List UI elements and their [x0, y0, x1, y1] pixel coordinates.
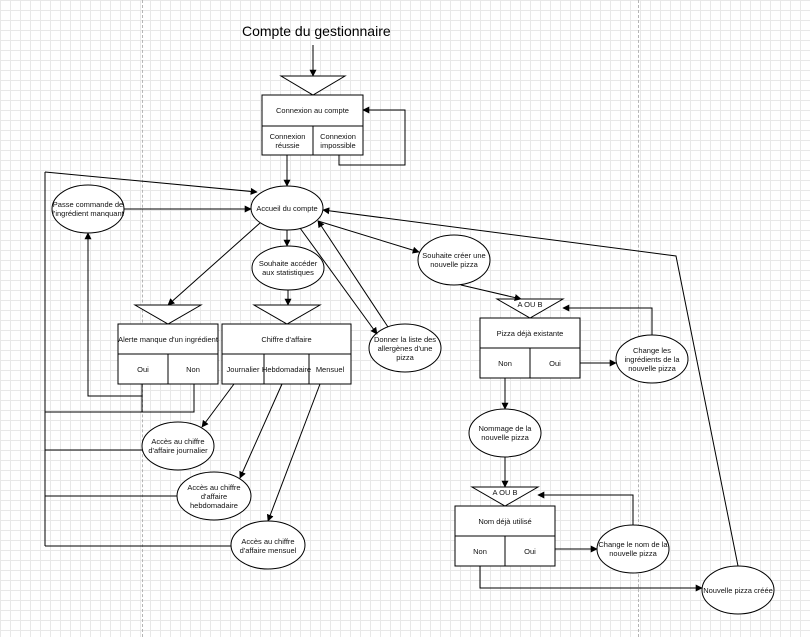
name-used-yes-label: Oui — [524, 546, 536, 556]
create-pizza-label: Souhaite créer une nouvelle pizza — [422, 251, 486, 269]
stats-label: Souhaite accéder aux statistiques — [258, 259, 318, 277]
alert-yes-label: Oui — [137, 364, 149, 374]
alert-label: Alerte manque d'un ingrédient — [118, 334, 218, 344]
merge-triangle-login — [279, 75, 347, 96]
created-label: Nouvelle pizza créée — [703, 585, 773, 595]
revenue-label: Chiffre d'affaire — [261, 334, 312, 344]
login-success-label: Connexion réussie — [269, 131, 306, 150]
pizza-exists-label: Pizza déjà existante — [496, 328, 564, 338]
page-boundary-right — [638, 0, 639, 637]
page-boundary-left — [142, 0, 143, 637]
change-ingredients-label: Change les ingrédients de la nouvelle pi… — [624, 345, 680, 373]
pizza-exists-no-label: Non — [498, 358, 512, 368]
change-name-label: Change le nom de la nouvelle pizza — [598, 540, 668, 558]
diagram-title: Compte du gestionnaire — [242, 23, 391, 39]
login-failure-label: Connexion impossible — [320, 131, 356, 150]
name-used-label: Nom déjà utilisé — [478, 516, 532, 526]
revenue-weekly-label: Hebdomadaire — [261, 364, 312, 374]
revenue-daily-label: Journalier — [226, 364, 260, 374]
a-ou-b-label-1: A OU B — [517, 300, 543, 309]
a-ou-b-label-2: A OU B — [492, 488, 518, 497]
merge-triangle-pizza-exists — [495, 298, 565, 319]
naming-label: Nommage de la nouvelle pizza — [478, 424, 532, 442]
home-label: Accueil du compte — [256, 203, 318, 213]
access-daily-label: Accès au chiffre d'affaire journalier — [148, 437, 208, 455]
access-monthly-label: Accès au chiffre d'affaire mensuel — [239, 537, 297, 555]
alert-no-label: Non — [186, 364, 200, 374]
login-label: Connexion au compte — [276, 106, 349, 115]
allergens-ellipse — [368, 323, 442, 373]
merge-triangle-alert — [133, 304, 203, 325]
revenue-monthly-label: Mensuel — [315, 364, 345, 374]
create-pizza-ellipse — [417, 234, 491, 286]
merge-triangle-revenue — [252, 304, 322, 325]
access-weekly-label: Accès au chiffre d'affaire hebdomadaire — [187, 482, 241, 510]
allergens-label: Donner la liste des allergènes d'une piz… — [373, 334, 437, 362]
access-daily-ellipse — [141, 421, 215, 471]
pizza-exists-yes-label: Oui — [549, 358, 561, 368]
order-missing-label: Passe commande de l'ingrédient manquant — [52, 200, 124, 218]
name-used-no-label: Non — [473, 546, 487, 556]
